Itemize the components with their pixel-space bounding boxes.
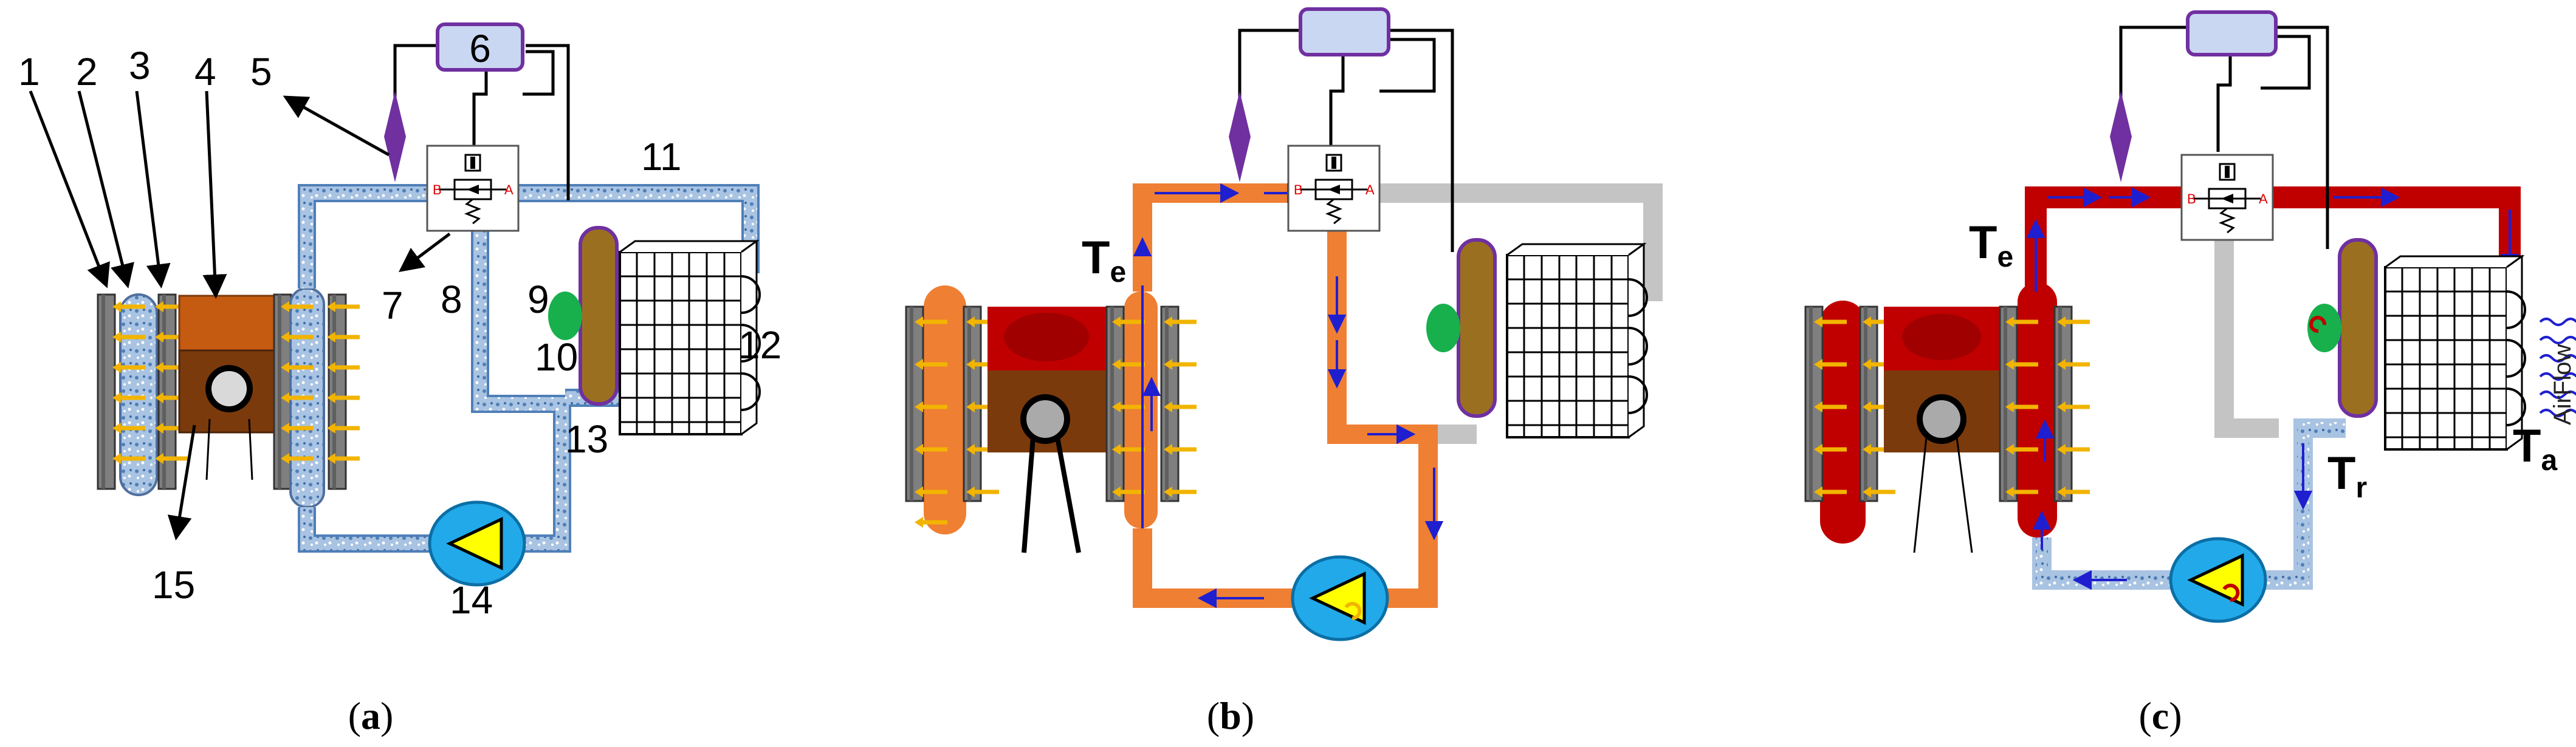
battery-block-c	[1884, 307, 1999, 553]
temp-label-tr-c: Tr	[2327, 448, 2367, 504]
panel-b: Te (b)	[905, 7, 1663, 737]
radiator-c	[2384, 255, 2526, 451]
panel-b-left-cells	[905, 285, 999, 534]
temperature-sensor-c	[2110, 91, 2132, 182]
callout-9: 9	[527, 278, 549, 321]
caption-c: (c)	[2138, 694, 2182, 737]
panel-b-right-cells	[1105, 292, 1197, 528]
panel-b-wiring	[1238, 29, 1454, 252]
callout-4: 4	[194, 50, 216, 94]
panel-a-right-cells	[273, 287, 360, 508]
temperature-sensor-b	[1229, 91, 1251, 182]
callout-3: 3	[129, 44, 151, 87]
panel-a-callouts: 1 2 3 4 5 7 8 9 10 11 12 13 14 15	[18, 44, 781, 622]
temp-label-te-b: Te	[1082, 232, 1126, 288]
callout-7: 7	[382, 284, 404, 327]
callout-10: 10	[535, 335, 578, 379]
panel-c-flow-arrows	[2026, 187, 2519, 590]
panel-c-right-cells	[1999, 282, 2090, 537]
callout-12: 12	[738, 323, 781, 367]
three-way-valve	[426, 145, 520, 232]
callout-13: 13	[565, 417, 608, 461]
pump-b	[1293, 557, 1387, 640]
panel-a-left-cells	[97, 293, 188, 496]
temp-label-ta-c: Ta	[2513, 420, 2557, 477]
pump-c	[2171, 539, 2265, 621]
airflow-waves	[2539, 318, 2576, 417]
panel-c-bypass-inactive	[2214, 231, 2279, 438]
callout-14: 14	[450, 578, 493, 622]
callout-2: 2	[76, 50, 98, 94]
caption-a: (a)	[348, 694, 394, 737]
panel-b-flow-arrows	[1133, 183, 1444, 609]
three-way-valve-c	[2180, 154, 2274, 241]
controller-label: 6	[469, 27, 491, 70]
controller-box-c	[2186, 10, 2278, 56]
three-way-valve-b	[1287, 145, 1381, 232]
caption-b: (b)	[1207, 694, 1254, 737]
radiator-b	[1506, 243, 1648, 438]
controller-box-b	[1299, 7, 1390, 56]
panel-a-callout-arrows	[29, 90, 451, 541]
temperature-sensor	[384, 91, 406, 182]
callout-11: 11	[641, 135, 681, 179]
temp-label-te-c: Te	[1969, 217, 2013, 273]
airflow-label: AirFlow	[2549, 344, 2576, 425]
panel-a: 6 1 2 3 4 5 7 8 9 10 11 12 13	[18, 22, 781, 737]
panel-c: AirFlow Te Tr Ta (c)	[1804, 10, 2576, 737]
panel-c-left-cells	[1804, 301, 1895, 544]
fan-c	[2307, 240, 2376, 416]
callout-15: 15	[152, 563, 195, 607]
callout-5: 5	[250, 50, 272, 94]
callout-8: 8	[441, 278, 462, 321]
battery-block-b	[987, 307, 1106, 553]
fan-b	[1426, 240, 1495, 416]
controller-box	[436, 22, 524, 72]
pump	[430, 502, 524, 585]
panel-b-coolant-loop	[1133, 183, 1438, 608]
callout-1: 1	[18, 50, 40, 94]
battery-block	[178, 295, 281, 480]
